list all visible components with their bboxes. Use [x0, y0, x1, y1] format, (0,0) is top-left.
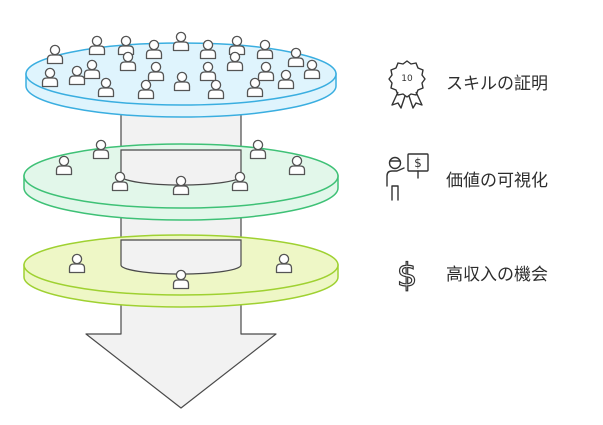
tier-label-skill: スキルの証明 — [446, 74, 548, 94]
person-presenting-dollar-icon: $ — [386, 153, 429, 201]
certificate-badge-icon: 10 — [388, 60, 426, 109]
svg-text:10: 10 — [401, 74, 413, 84]
person-icon — [172, 31, 190, 52]
svg-text:$: $ — [397, 256, 417, 294]
tier-income-disc — [23, 234, 339, 308]
tier-label-value: 価値の可視化 — [446, 171, 548, 191]
tier-label-income: 高収入の機会 — [446, 265, 548, 285]
person-icon — [88, 35, 106, 56]
dollar-sign-icon: $ — [396, 255, 418, 294]
svg-text:$: $ — [414, 156, 422, 170]
